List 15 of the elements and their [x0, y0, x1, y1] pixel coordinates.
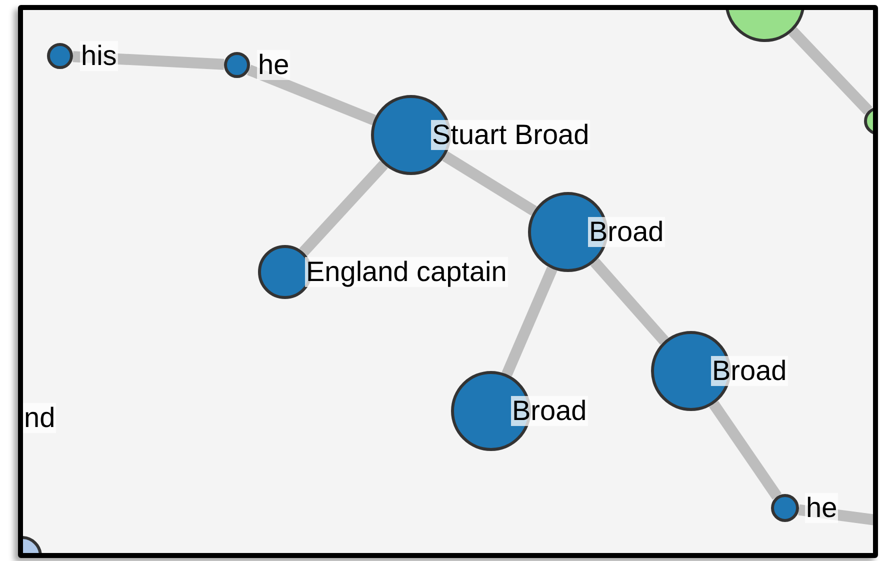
node-label: he: [805, 493, 838, 523]
link-line: [442, 151, 537, 216]
node-label: Broad: [511, 396, 588, 426]
link-line: [788, 27, 872, 115]
link-line: [709, 400, 782, 500]
node-label: Broad: [711, 356, 788, 386]
link-line: [590, 258, 669, 345]
link-line: [299, 160, 388, 256]
node-label: Stuart Broad: [431, 120, 590, 150]
node-label: nd: [23, 403, 56, 433]
node-label: Broad: [588, 217, 665, 247]
node-label: England captain: [305, 257, 508, 287]
node-label: he: [257, 50, 290, 80]
link-line: [502, 266, 558, 376]
node-label: his: [80, 41, 118, 71]
